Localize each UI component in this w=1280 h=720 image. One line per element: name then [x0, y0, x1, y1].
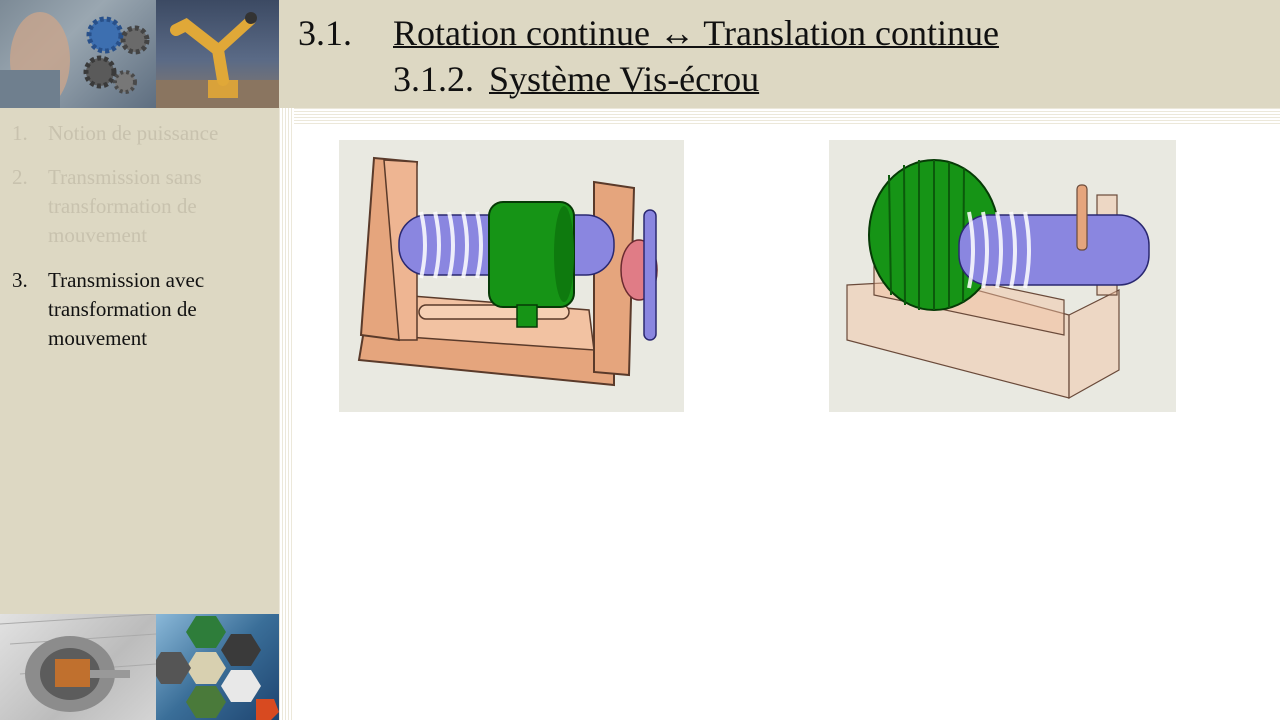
sidebar-item-label: Notion de puissance — [48, 121, 219, 145]
sidebar-outline: 1. Notion de puissance 2. Transmission s… — [0, 108, 279, 614]
vis-ecrou-frame-illustration — [339, 140, 684, 412]
sidebar-item-transmission-avec-transformation[interactable]: 3. Transmission avec transformation de m… — [12, 266, 272, 356]
technology-hexagon-collage — [156, 614, 279, 720]
electric-motor-photo — [0, 614, 156, 720]
robot-arm-photo — [156, 0, 279, 108]
section-number: 3.1. — [298, 13, 352, 53]
section-title: Rotation continue ↔ Translation continue — [393, 13, 999, 53]
gears-hand-photo — [0, 0, 156, 108]
slide-header — [279, 0, 1280, 108]
sidebar-item-number: 1. — [12, 121, 28, 145]
vis-ecrou-knob-illustration — [829, 140, 1176, 412]
sidebar-divider — [279, 108, 294, 720]
sidebar-item-number: 2. — [12, 165, 28, 189]
subsection-title: Système Vis-écrou — [489, 59, 760, 99]
subsection-number: 3.1.2. — [393, 59, 474, 99]
sidebar-item-label: Transmission avec transformation de mouv… — [48, 268, 205, 350]
sidebar-item-transmission-sans-transformation[interactable]: 2. Transmission sans transformation de m… — [12, 163, 272, 253]
header-divider — [279, 108, 1280, 126]
sidebar-item-label: Transmission sans transformation de mouv… — [48, 165, 202, 247]
sidebar-item-number: 3. — [12, 268, 28, 292]
